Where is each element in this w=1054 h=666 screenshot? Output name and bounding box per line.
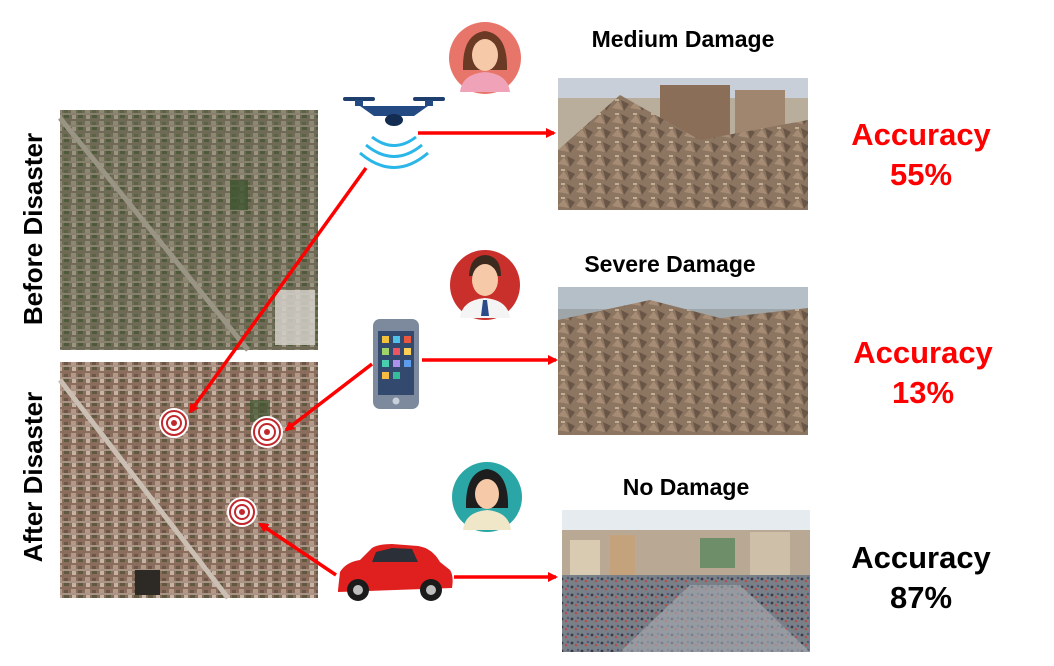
medium-damage-title: Medium Damage: [591, 26, 775, 52]
smartphone-icon: [373, 319, 419, 409]
man-avatar-icon: [450, 250, 520, 320]
no-damage-title: No Damage: [622, 474, 750, 500]
accuracy-medium: Accuracy 55%: [821, 115, 1021, 196]
accuracy-none-label: Accuracy: [851, 540, 991, 575]
severe-damage-photo: [558, 287, 808, 435]
target-marker-2-icon: [251, 416, 283, 448]
arrow-drone-to-target: [188, 166, 368, 414]
car-icon: [338, 544, 453, 601]
accuracy-severe-label: Accuracy: [853, 335, 993, 370]
woman-avatar-icon-2: [452, 462, 522, 532]
accuracy-medium-value: 55%: [889, 157, 953, 193]
accuracy-medium-label: Accuracy: [851, 117, 991, 152]
drone-icon: [343, 97, 445, 169]
accuracy-severe-value: 13%: [891, 375, 955, 411]
target-marker-1-icon: [159, 408, 189, 438]
before-disaster-map: [58, 110, 318, 352]
severe-damage-title: Severe Damage: [584, 251, 756, 277]
after-disaster-map: [58, 362, 318, 600]
accuracy-none-value: 87%: [889, 580, 953, 616]
arrow-phone-to-target: [284, 362, 374, 432]
arrows: [188, 128, 558, 582]
no-damage-photo: [562, 510, 810, 652]
accuracy-severe: Accuracy 13%: [823, 333, 1023, 414]
target-marker-3-icon: [227, 497, 257, 527]
arrow-car-to-target: [258, 522, 337, 577]
woman-avatar-icon: [449, 22, 521, 94]
medium-damage-photo: [558, 78, 808, 210]
accuracy-none: Accuracy 87%: [821, 538, 1021, 619]
